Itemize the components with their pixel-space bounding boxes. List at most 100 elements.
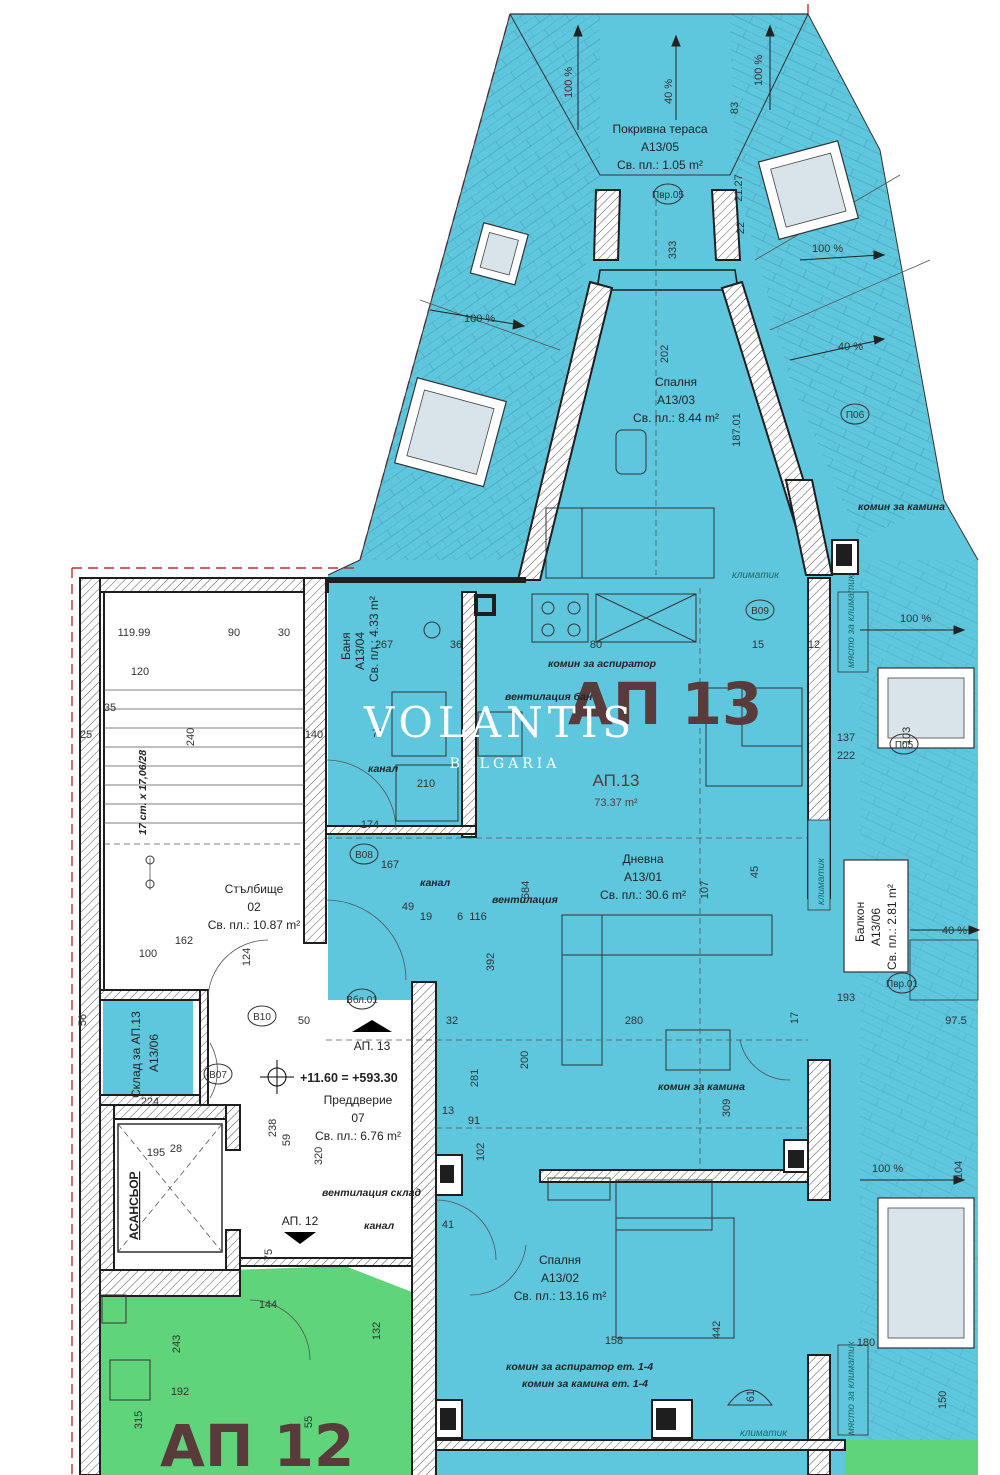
mark-label: П06 bbox=[846, 410, 865, 421]
dimension-label: 30 bbox=[278, 627, 290, 639]
roof-window-3 bbox=[757, 140, 860, 241]
dimension-label: 107 bbox=[699, 881, 711, 899]
dimension-label: 13 bbox=[442, 1105, 454, 1117]
dimension-label: 77 bbox=[372, 728, 384, 740]
chimney-fireplace-mid: комин за камина bbox=[658, 1081, 745, 1093]
level-mark: +11.60 = +593.30 bbox=[300, 1071, 398, 1085]
chimney-fireplace-top: комин за камина bbox=[858, 501, 945, 513]
mark-circle bbox=[745, 599, 775, 621]
ap13-small-label: АП.13 bbox=[593, 771, 640, 790]
dimension-label: 267 bbox=[375, 639, 393, 651]
mark-circle bbox=[887, 972, 917, 994]
slope-1: 100 % bbox=[563, 67, 575, 98]
texts: Покривна тераса А13/05 Св. пл.: 1.05 m² … bbox=[77, 55, 967, 1475]
dimension-label: 15 bbox=[752, 639, 764, 651]
mark-circle bbox=[840, 403, 870, 425]
stairs-note: 17 ст. х 17,06/28 bbox=[137, 750, 149, 835]
channel-2: канал bbox=[420, 877, 451, 889]
bathroom-name: Баня bbox=[339, 632, 353, 660]
dimension-label: 21.27 bbox=[733, 174, 745, 202]
mark-circle bbox=[203, 1063, 233, 1085]
dimension-label: 124 bbox=[241, 948, 253, 966]
dimension-label: 12 bbox=[808, 639, 820, 651]
dimension-label: 56 bbox=[77, 1014, 89, 1026]
ac-place-top: място за климатик bbox=[846, 573, 857, 668]
dimension-label: 309 bbox=[721, 1099, 733, 1117]
ap13-total-area: 73.37 m² bbox=[594, 797, 638, 809]
roof-terrace-code: А13/05 bbox=[641, 140, 679, 154]
roof-window-1 bbox=[469, 221, 529, 286]
dimension-label: 91 bbox=[468, 1115, 480, 1127]
dimension-label: 392 bbox=[485, 953, 497, 971]
windows bbox=[393, 140, 979, 1349]
slope-6: 100 % bbox=[464, 313, 495, 325]
ac-top: климатик bbox=[732, 570, 780, 581]
dimension-label: 193 bbox=[837, 992, 855, 1004]
roof-window-2 bbox=[393, 377, 508, 488]
roof-terrace-name: Покривна тераса bbox=[613, 122, 708, 136]
chimney-hood: комин за аспиратор bbox=[548, 658, 657, 670]
bathroom-code: А13/04 bbox=[353, 632, 367, 670]
slope-9: 100 % bbox=[872, 1163, 903, 1175]
roof-terrace-area: Св. пл.: 1.05 m² bbox=[617, 158, 703, 172]
dimension-label: 41 bbox=[442, 1219, 454, 1231]
door-swings bbox=[207, 759, 791, 1361]
ac-bottom: климатик bbox=[740, 1428, 788, 1439]
staircase-name: Стълбище bbox=[225, 882, 284, 896]
slope-3: 100 % bbox=[753, 55, 765, 86]
dimension-label: 280 bbox=[625, 1015, 643, 1027]
dimension-label: 174 bbox=[361, 819, 379, 831]
dimension-label: 75 bbox=[263, 1249, 275, 1261]
elevator-label: АСАНСЬОР bbox=[127, 1171, 141, 1240]
furniture bbox=[101, 429, 803, 1406]
dimension-label: 97.5 bbox=[945, 1015, 966, 1027]
dimension-label: 180 bbox=[857, 1337, 875, 1349]
dimension-label: 281 bbox=[469, 1069, 481, 1087]
watermark-brand: VOLANTIS bbox=[363, 698, 636, 747]
dimension-label: 315 bbox=[133, 1411, 145, 1429]
dimension-label: 202 bbox=[659, 345, 671, 363]
hall-area: Св. пл.: 6.76 m² bbox=[315, 1129, 401, 1143]
dimension-label: 200 bbox=[519, 1051, 531, 1069]
mark-label: Вбл.01 bbox=[346, 994, 378, 1006]
dimension-label: 45 bbox=[749, 866, 761, 878]
dimension-label: 140 bbox=[305, 729, 323, 741]
dimension-label: 684 bbox=[520, 881, 532, 899]
dimension-label: 120 bbox=[131, 666, 149, 678]
dimension-label: 132 bbox=[371, 1322, 383, 1340]
chimney-fireplace-floors: комин за камина ет. 1-4 bbox=[522, 1378, 648, 1390]
dimension-label: 195 bbox=[147, 1147, 165, 1159]
dimension-label: 222 bbox=[837, 750, 855, 762]
dimension-label: 162 bbox=[175, 935, 193, 947]
ventilation-bath: вентилация бан bbox=[505, 691, 593, 703]
watermark-sub: BULGARIA bbox=[450, 756, 561, 772]
mark-circle bbox=[247, 1005, 277, 1027]
bedroom-a13-02-code: А13/02 bbox=[541, 1271, 579, 1285]
slope-2: 40 % bbox=[663, 79, 675, 104]
dimension-label: 19 bbox=[420, 911, 432, 923]
mark-label: В10 bbox=[253, 1012, 271, 1023]
bathroom-area: Св. пл.: 4.33 m² bbox=[367, 596, 381, 682]
dimension-label: 25 bbox=[80, 729, 92, 741]
dimension-label: 240 bbox=[185, 728, 197, 746]
dimension-label: 50 bbox=[298, 1015, 310, 1027]
dimension-label: 17 bbox=[789, 1012, 801, 1024]
dimension-label: 103 bbox=[901, 727, 913, 745]
dimension-label: 61 bbox=[745, 1390, 757, 1402]
dimension-label: 55 bbox=[303, 1416, 315, 1428]
bedroom-a13-03-area: Св. пл.: 8.44 m² bbox=[633, 411, 719, 425]
channel-3: канал bbox=[364, 1220, 395, 1232]
dimension-label: 224 bbox=[141, 1096, 159, 1108]
dimension-label: 49 bbox=[402, 901, 414, 913]
dimension-label: 36 bbox=[450, 639, 462, 651]
slope-4: 100 % bbox=[812, 243, 843, 255]
dimension-label: 238 bbox=[267, 1119, 279, 1137]
dimension-label: 210 bbox=[417, 778, 435, 790]
balcony-name: Балкон bbox=[853, 902, 867, 942]
dimension-label: 192 bbox=[171, 1386, 189, 1398]
dimension-label: 167 bbox=[381, 859, 399, 871]
dimension-label: 83 bbox=[729, 102, 741, 114]
balcony-area: Св. пл.: 2.81 m² bbox=[885, 884, 899, 970]
dimension-label: 137 bbox=[837, 732, 855, 744]
